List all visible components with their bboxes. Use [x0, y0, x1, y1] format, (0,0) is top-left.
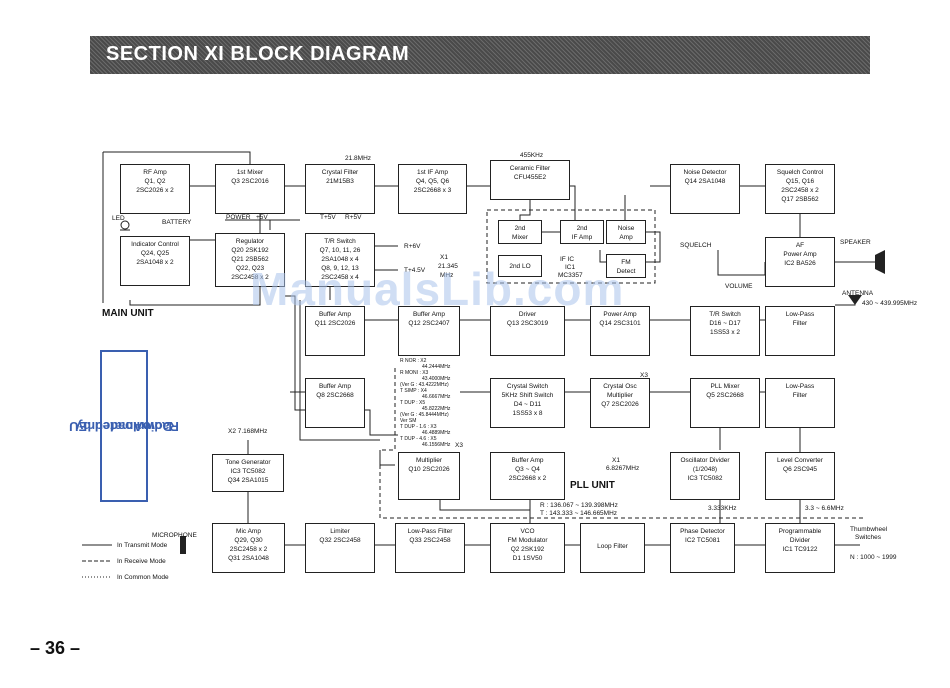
x1-freq: 21.345	[438, 263, 458, 270]
title-banner: SECTION XI BLOCK DIAGRAM	[90, 36, 870, 74]
t45v-label: T+4.5V	[404, 267, 426, 274]
speaker-label: SPEAKER	[840, 239, 871, 246]
power-label: POWER	[226, 214, 251, 221]
ific-label: IF IC	[560, 256, 575, 263]
x2-label: X2 7.168MHz	[228, 428, 268, 435]
x3-label-b: X3	[455, 442, 463, 449]
x1-unit: MHz	[440, 272, 454, 279]
r6v-label: R+6V	[404, 243, 421, 250]
microphone-label: MICROPHONE	[152, 532, 197, 539]
r5v-label: R+5V	[345, 214, 362, 221]
freq-3-3-6-6mhz: 3.3 ~ 6.6MHz	[805, 505, 844, 512]
thumb-range: N : 1000 ~ 1999	[850, 554, 897, 561]
osc-divider-block: Oscillator Divider(1/2048)IC3 TC5082	[670, 452, 740, 500]
watermark: ManualsLib.com	[250, 263, 625, 315]
freq-455khz: 455KHz	[520, 152, 544, 159]
thumbwheel-label: Thumbwheel	[850, 526, 888, 533]
antenna-label: ANTENNA	[842, 290, 874, 297]
x3-label-a: X3	[640, 372, 648, 379]
legend-receive: In Receive Mode	[117, 558, 166, 565]
vco-tx-freq: T : 143.333 ~ 146.665MHz	[540, 510, 618, 517]
pll-unit-label: PLL UNIT	[570, 480, 615, 491]
squelch-label: SQUELCH	[680, 242, 712, 249]
antenna-range: 430 ~ 439.995MHz	[862, 300, 918, 307]
lo2-block: 2nd LO	[498, 255, 542, 277]
x1b-label: X1	[612, 457, 620, 464]
freq-3333khz: 3.333KHz	[708, 505, 737, 512]
x1-label: X1	[440, 254, 448, 261]
plus5v-label: +5V	[256, 214, 268, 221]
loop-filter-block: Loop Filter	[580, 523, 645, 573]
legend-common: In Common Mode	[117, 574, 169, 581]
mc3357-label: MC3357	[558, 272, 583, 279]
x1b-freq: 6.8267MHz	[606, 465, 640, 472]
page-number: – 36 –	[30, 638, 81, 658]
t5v-label: T+5V	[320, 214, 336, 221]
freq-21-8mhz: 21.8MHz	[345, 155, 372, 162]
vco-rx-freq: R : 136.067 ~ 139.398MHz	[540, 502, 618, 509]
volume-label: VOLUME	[725, 283, 753, 290]
main-unit-label: MAIN UNIT	[102, 308, 154, 319]
battery-label: BATTERY	[162, 219, 192, 226]
page-title: SECTION XI BLOCK DIAGRAM	[106, 43, 410, 65]
ic1-label: IC1	[565, 264, 576, 271]
legend-transmit: In Transmit Mode	[117, 542, 168, 549]
switches-label: Switches	[855, 534, 882, 541]
led-label: LED	[112, 215, 125, 222]
